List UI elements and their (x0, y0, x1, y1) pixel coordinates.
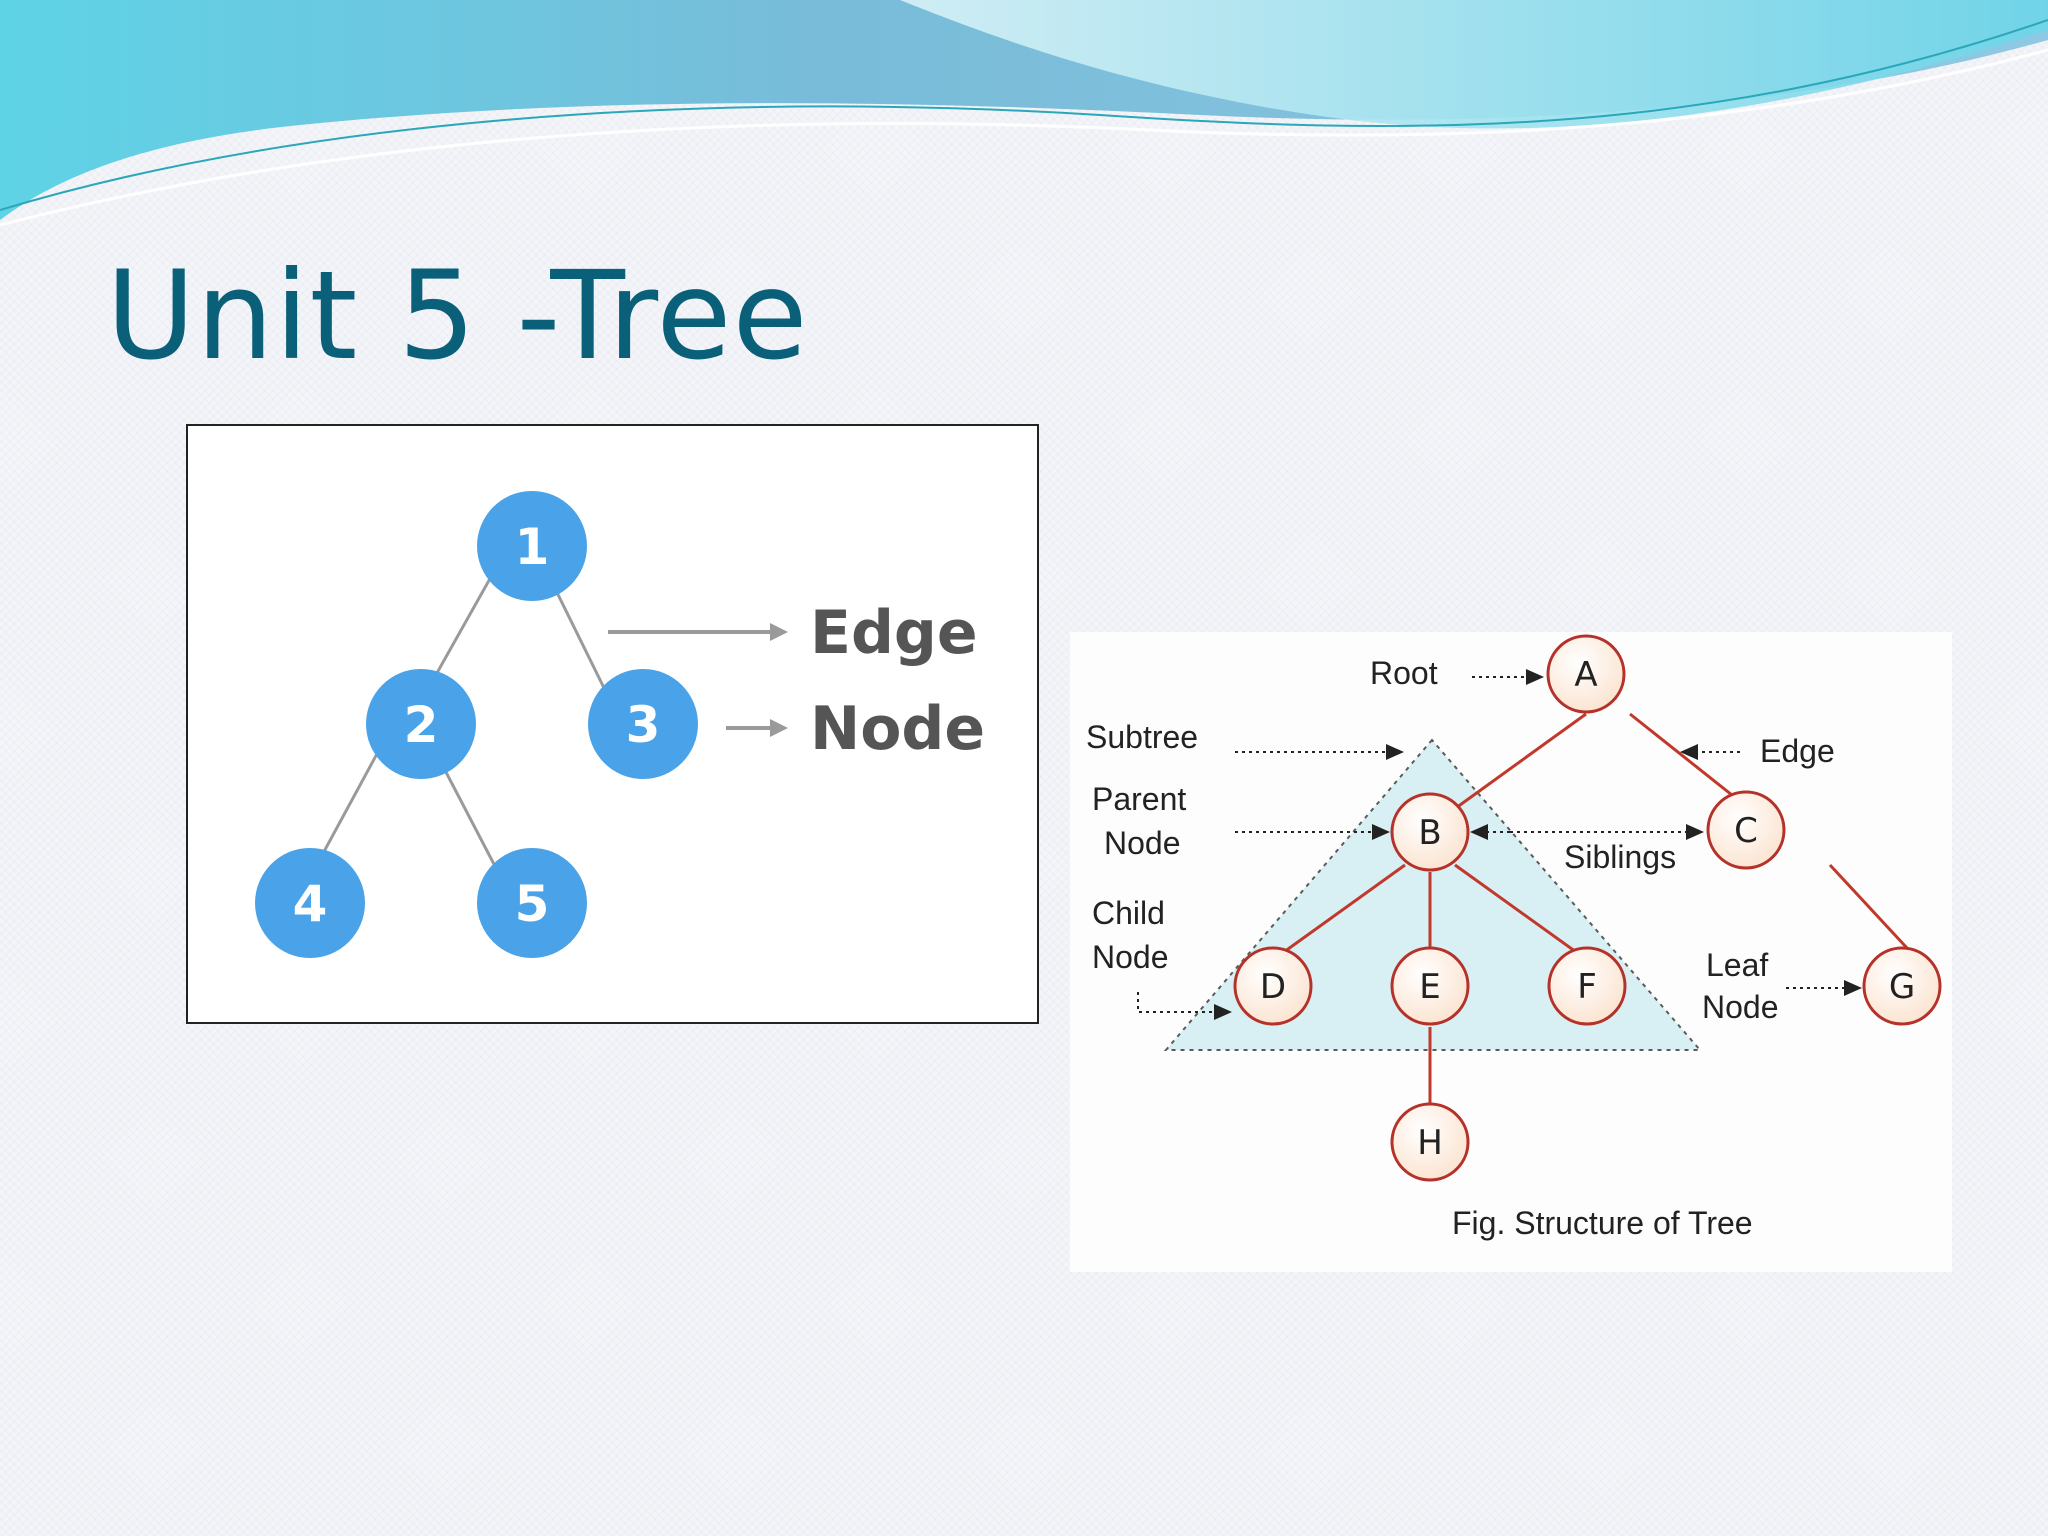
node-pointer-arrow (726, 719, 788, 737)
leaf-label-line2: Node (1702, 989, 1779, 1025)
svg-text:C: C (1734, 811, 1758, 851)
svg-text:2: 2 (404, 696, 439, 754)
child-label-line1: Child (1092, 895, 1165, 931)
edge-pointer-arrow (608, 623, 788, 641)
svg-text:E: E (1419, 967, 1440, 1007)
svg-text:3: 3 (626, 696, 661, 754)
svg-text:1: 1 (515, 518, 550, 576)
parent-label-line2: Node (1104, 825, 1181, 861)
slide-title: Unit 5 -Tree (106, 245, 809, 387)
tree-node-5: 5 (477, 848, 587, 958)
tree-node-A: A (1546, 634, 1626, 714)
svg-text:4: 4 (293, 875, 328, 933)
tree-node-G: G (1862, 946, 1942, 1026)
tree-node-1: 1 (477, 491, 587, 601)
edge-label: Edge (810, 598, 978, 668)
svg-text:A: A (1574, 655, 1597, 695)
edge-annotation-label: Edge (1760, 733, 1835, 769)
simple-tree-diagram: 1 2 3 4 5 (255, 491, 985, 958)
tree-node-E: E (1390, 946, 1470, 1026)
simple-tree-figure: 1 2 3 4 5 (186, 424, 1039, 1024)
parent-label-line1: Parent (1092, 781, 1186, 817)
svg-text:H: H (1417, 1123, 1443, 1163)
tree-node-F: F (1547, 946, 1627, 1026)
tree-structure-diagram: A B C D E F G (1086, 634, 1942, 1241)
edge-B-F (1454, 863, 1591, 964)
tree-structure-figure: A B C D E F G (1070, 632, 1952, 1272)
tree-node-2: 2 (366, 669, 476, 779)
root-label: Root (1370, 655, 1438, 691)
svg-text:B: B (1418, 813, 1441, 853)
tree-node-4: 4 (255, 848, 365, 958)
figure-caption: Fig. Structure of Tree (1452, 1205, 1753, 1241)
node-label: Node (810, 694, 985, 764)
tree-node-D: D (1233, 946, 1313, 1026)
tree-node-C: C (1706, 790, 1786, 870)
header-wave-decoration (0, 0, 2048, 227)
leaf-label-line1: Leaf (1706, 947, 1768, 983)
svg-text:F: F (1577, 967, 1597, 1007)
subtree-label: Subtree (1086, 719, 1198, 755)
child-label-line2: Node (1092, 939, 1169, 975)
svg-text:D: D (1260, 967, 1286, 1007)
tree-node-3: 3 (588, 669, 698, 779)
edge-C-G (1828, 863, 1922, 964)
tree-node-H: H (1390, 1102, 1470, 1182)
svg-text:G: G (1889, 967, 1915, 1007)
edge-B-D (1269, 863, 1406, 964)
tree-node-B: B (1390, 792, 1470, 872)
svg-text:5: 5 (515, 875, 550, 933)
siblings-label: Siblings (1564, 839, 1676, 875)
